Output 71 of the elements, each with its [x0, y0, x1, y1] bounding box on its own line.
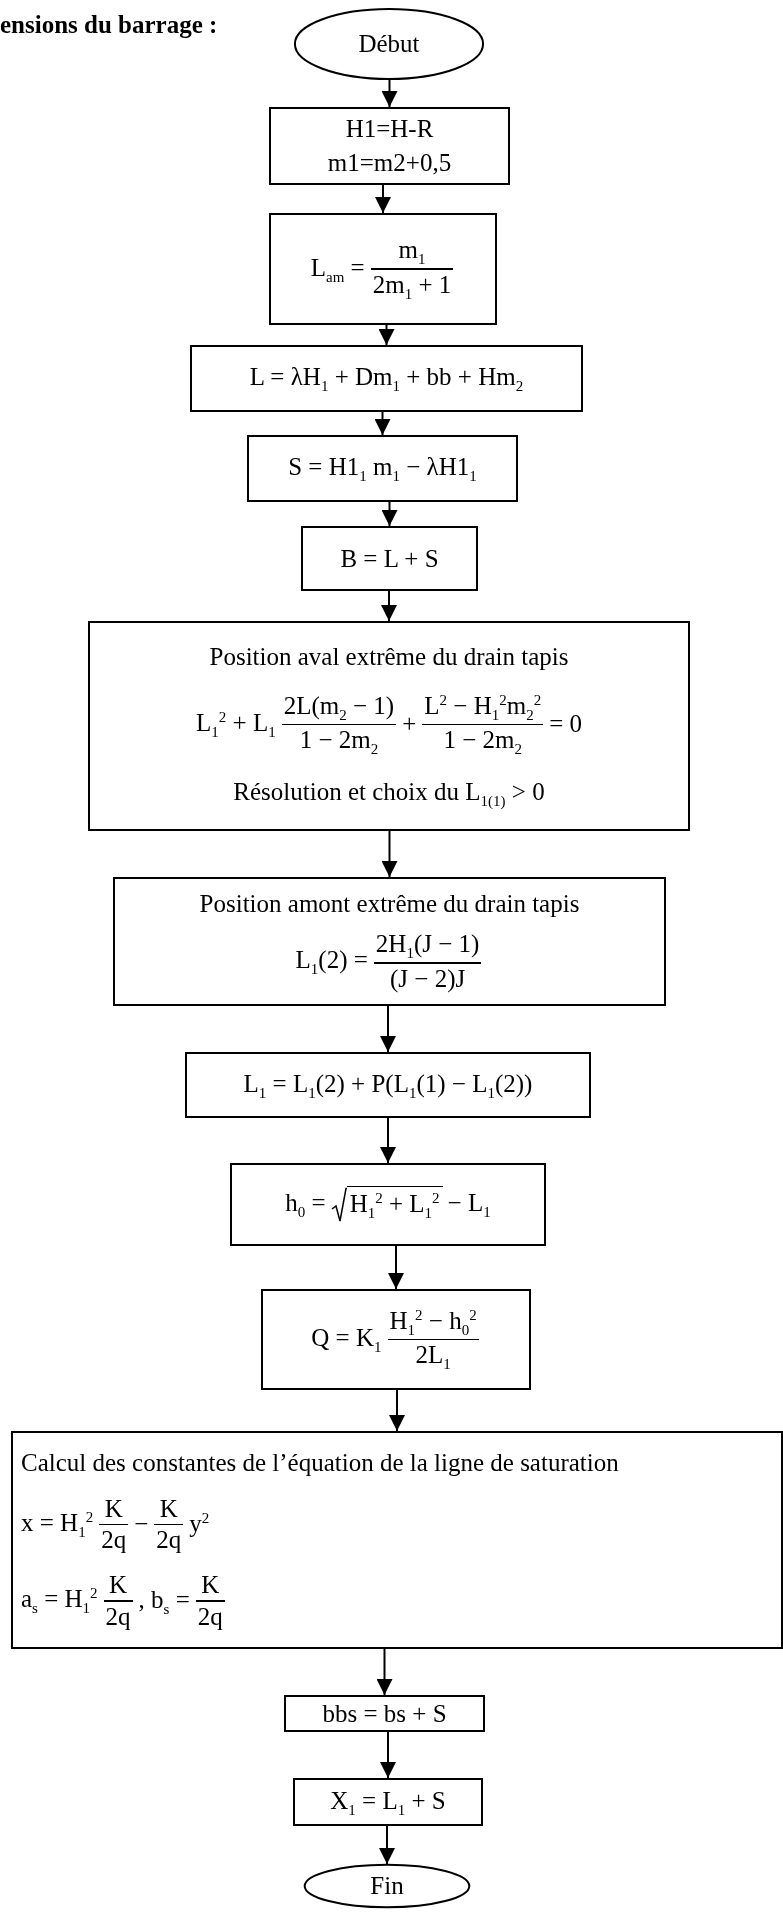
arrow	[381, 79, 398, 108]
formula-text: h$_{0}$ =	[284, 1188, 327, 1221]
formula-text: X$_{1}$ = L$_{1}$ + S	[329, 1785, 447, 1819]
terminal-label: Fin	[369, 1871, 405, 1901]
formula-text: B = L + S	[339, 543, 440, 574]
fraction-denominator: 1 − 2m$_{2}$	[298, 725, 380, 759]
formula-text: H1=H-R	[344, 113, 435, 144]
fraction-numerator: K	[103, 1493, 124, 1524]
terminal-label: Début	[357, 29, 421, 59]
formula-text: y$^{2}$	[188, 1509, 211, 1540]
formula-text: m1=m2+0,5	[326, 148, 453, 179]
process-box	[11, 1431, 783, 1649]
fraction-numerator: K	[108, 1570, 129, 1601]
fraction-denominator: (J − 2)J	[389, 963, 467, 994]
formula-text: L$_{1}$ = L$_{1}$(2) + P(L$_{1}$(1) − L$_{1}$(2))	[242, 1068, 534, 1102]
fraction-denominator: 2L$_{1}$	[414, 1340, 452, 1374]
process-box	[284, 1695, 485, 1732]
fraction-numerator: K	[158, 1493, 179, 1524]
formula-text: −	[133, 1509, 150, 1540]
fraction-denominator: 2q	[196, 1601, 224, 1632]
formula-text: L$_{1}$(2) =	[294, 945, 369, 979]
arrow	[380, 1117, 396, 1164]
arrow	[381, 830, 398, 878]
process-box	[230, 1163, 546, 1246]
process-box	[261, 1289, 531, 1390]
step-description: Position aval extrême du drain tapis	[208, 641, 570, 672]
arrow	[388, 1245, 404, 1290]
step-description: Résolution et choix du L$_{1(1)}$ > 0	[232, 777, 546, 811]
process-box	[247, 435, 518, 502]
formula-text: = 0	[548, 709, 583, 740]
arrow	[375, 184, 391, 214]
arrow	[376, 1648, 393, 1696]
heading: ensions du barrage :	[0, 10, 218, 40]
arrow	[380, 1731, 396, 1779]
fraction-numerator: 2H$_{1}$(J − 1)	[374, 929, 481, 963]
formula-text: S = H1$_{1}$ m$_{1}$ − λH1$_{1}$	[287, 452, 478, 485]
fraction-denominator: 2q	[100, 1525, 128, 1555]
formula-text: L$_{1}$$^{2}$ + L$_{1}$	[195, 707, 277, 742]
arrow	[389, 1389, 405, 1432]
terminal-ellipse	[303, 1864, 471, 1908]
formula-text: bbs = bs + S	[321, 1698, 448, 1729]
fraction-numerator: K	[200, 1570, 221, 1601]
fraction-denominator: 2q	[155, 1525, 183, 1555]
arrow	[378, 324, 395, 346]
formula-text: , b$_{s}$ =	[137, 1584, 191, 1618]
process-box	[269, 213, 497, 325]
process-box	[88, 621, 690, 831]
arrow	[380, 1005, 396, 1053]
formula-text: L = λH$_{1}$ + Dm$_{1}$ + bb + Hm$_{2}$	[248, 362, 525, 395]
process-box	[301, 526, 478, 591]
fraction-denominator: 2m$_{1}$ + 1	[371, 269, 453, 303]
formula-text: +	[401, 709, 418, 740]
formula-text: − L$_{1}$	[446, 1188, 492, 1221]
fraction-numerator: 2L(m$_{2}$ − 1)	[282, 690, 396, 724]
arrow	[379, 1825, 395, 1865]
process-box	[190, 345, 583, 412]
step-description: Calcul des constantes de l’équation de la ligne de saturation	[20, 1448, 620, 1479]
process-box	[269, 107, 510, 185]
fraction-numerator: m$_{1}$	[397, 235, 427, 269]
formula-text: L$_{am}$ =	[309, 252, 366, 286]
step-description: Position amont extrême du drain tapis	[198, 889, 581, 920]
fraction-denominator: 1 − 2m$_{2}$	[442, 725, 523, 759]
arrow	[381, 501, 398, 527]
process-box	[113, 877, 666, 1006]
arrow	[381, 590, 397, 622]
process-box	[185, 1052, 591, 1118]
process-box	[293, 1778, 483, 1826]
fraction-denominator: 2q	[104, 1601, 132, 1632]
arrow	[374, 411, 391, 436]
formula-text: Q = K$_{1}$	[310, 1323, 383, 1356]
terminal-ellipse	[293, 8, 485, 80]
